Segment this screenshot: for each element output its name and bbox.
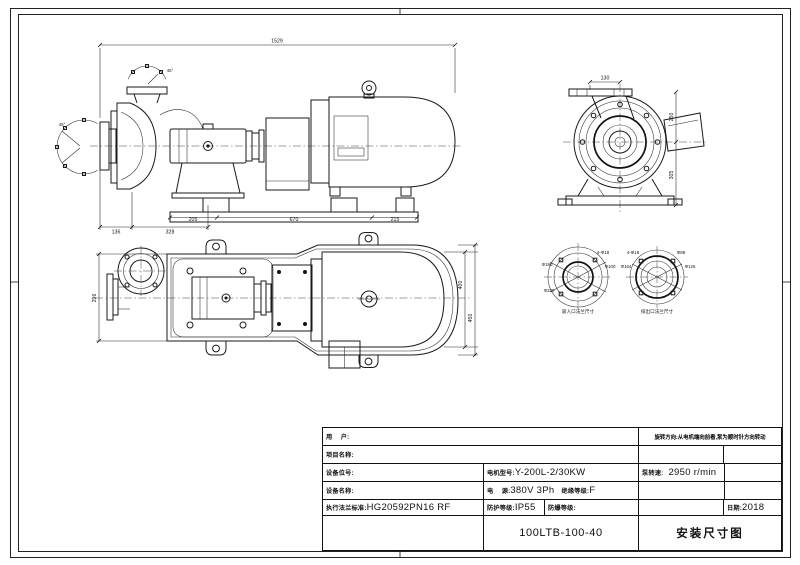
support-lug-end [663,112,705,152]
titleblock-device-name-cell: 设备名称: [323,482,484,500]
svg-text:4-Φ18: 4-Φ18 [597,250,610,255]
pedestal-end [557,178,683,206]
svg-text:Φ164: Φ164 [621,264,632,269]
titleblock-flange-std-cell: 执行法兰标准:HG20592PN16 RF [323,500,484,516]
titleblock-motor-model-cell: 电机型号:Y-200L-2/30KW [484,464,639,482]
titleblock-subdivider [724,464,725,481]
tag-label: 设备位号: [326,470,354,477]
svg-text:45°: 45° [167,68,174,73]
end-view: 130 250 305 [557,76,707,214]
coupling-plan [253,280,272,316]
date-value: 2018 [742,502,765,513]
insulation-value: F [589,485,596,496]
svg-text:45°: 45° [59,122,66,127]
svg-text:吸入口法兰尺寸: 吸入口法兰尺寸 [562,308,595,315]
title-block: 用 户: 旋转方向:从电机端向前看,泵为顺时针方向转动 项目名称: 设备位号: … [322,427,782,551]
dim-end-130: 130 [587,76,623,90]
motor-side [310,80,456,197]
frame-centering-marks [10,8,790,557]
baseplate-plan [166,244,459,356]
explosion-label: 防爆等级: [548,505,576,512]
svg-text:205: 205 [189,217,198,223]
suction-flange-side: 45° [55,118,117,176]
power-value: 380V 3Ph [510,485,555,496]
svg-text:Φ125: Φ125 [685,264,696,269]
motor-plan [310,251,445,369]
dim-plan-left: 296 [92,251,167,344]
coupling-side [245,129,265,163]
speed-value: 2950 r/min [668,467,717,478]
svg-text:250: 250 [669,113,675,122]
dim-plan-right: 400 450 [444,242,478,358]
titleblock-empty-cell-1 [639,446,724,464]
pump-support-foot [171,162,245,213]
drawing-title-cell: 安装尺寸图 [639,516,781,550]
user-label: 用 户: [326,434,350,441]
border-frame-inner [18,14,783,552]
titleblock-empty-cell-5 [323,516,484,550]
dim-overall-length: 1529 [97,39,458,118]
svg-text:Φ220: Φ220 [544,288,555,293]
svg-text:4-Φ18: 4-Φ18 [627,250,640,255]
discharge-flange-side: 45° [126,64,174,104]
discharge-flange-end [568,88,635,120]
titleblock-tag-cell: 设备位号: [323,464,484,482]
titleblock-power-cell: 电 源:380V 3Ph 绝缘等级:F [484,482,639,500]
motor-stool-side [265,117,310,191]
discharge-flange-plan [114,246,168,296]
svg-text:450: 450 [468,314,474,323]
device-name-label: 设备名称: [326,488,354,495]
svg-text:Φ100: Φ100 [605,264,616,269]
flange-detail-suction: 4-Φ18 Φ180 Φ220 Φ100 吸入口法兰尺寸 [542,243,616,315]
svg-text:305: 305 [669,171,675,180]
svg-text:130: 130 [601,76,610,82]
flange-std-value: HG20592PN16 RF [366,502,451,513]
motor-stool-plan [271,264,313,332]
dim-pump-front: 136 328 [97,170,211,236]
svg-text:296: 296 [92,294,98,303]
protection-value: IP55 [514,502,536,513]
svg-text:Φ88: Φ88 [677,250,686,255]
svg-text:Φ180: Φ180 [542,262,553,267]
svg-text:670: 670 [290,217,299,223]
drawing-title: 安装尺寸图 [676,528,744,540]
titleblock-empty-cell-2 [724,446,781,464]
svg-text:1529: 1529 [271,39,283,45]
titleblock-empty-cell-3 [639,482,781,500]
flange-detail-discharge: 4-Φ18 Φ88 Φ164 Φ125 排出口法兰尺寸 [621,246,696,315]
svg-text:215: 215 [391,217,400,223]
titleblock-speed-cell: 泵转速:2950 r/min [639,464,781,482]
pump-casing-side [110,102,204,190]
titleblock-empty-cell-4 [639,500,724,516]
plan-view: 296 400 450 [92,232,478,369]
titleblock-date-cell: 日期:2018 [724,500,781,516]
border-frame-outer [10,8,791,558]
pump-model: 100LTB-100-40 [519,527,603,539]
dim-end-right: 250 305 [669,89,679,208]
titleblock-user-cell: 用 户: [323,428,639,446]
svg-text:136: 136 [112,230,121,236]
rotation-direction-note: 旋转方向:从电机端向前看,泵为顺时针方向转动 [639,428,781,446]
svg-text:328: 328 [166,230,175,236]
side-view: 1529 45° [55,39,462,236]
dim-base-pads: 205 670 215 [167,215,420,223]
svg-text:排出口法兰尺寸: 排出口法兰尺寸 [641,308,674,315]
svg-text:400: 400 [458,281,464,290]
bearing-frame-side [169,123,247,164]
motor-model-value: Y-200L-2/30KW [514,467,586,478]
project-label: 项目名称: [326,452,354,459]
pump-model-cell: 100LTB-100-40 [484,516,639,550]
mounting-lugs-plan [205,232,379,368]
titleblock-project-cell: 项目名称: [323,446,639,464]
titleblock-protection-cell: 防护等级:IP55 防爆等级: [484,500,639,516]
